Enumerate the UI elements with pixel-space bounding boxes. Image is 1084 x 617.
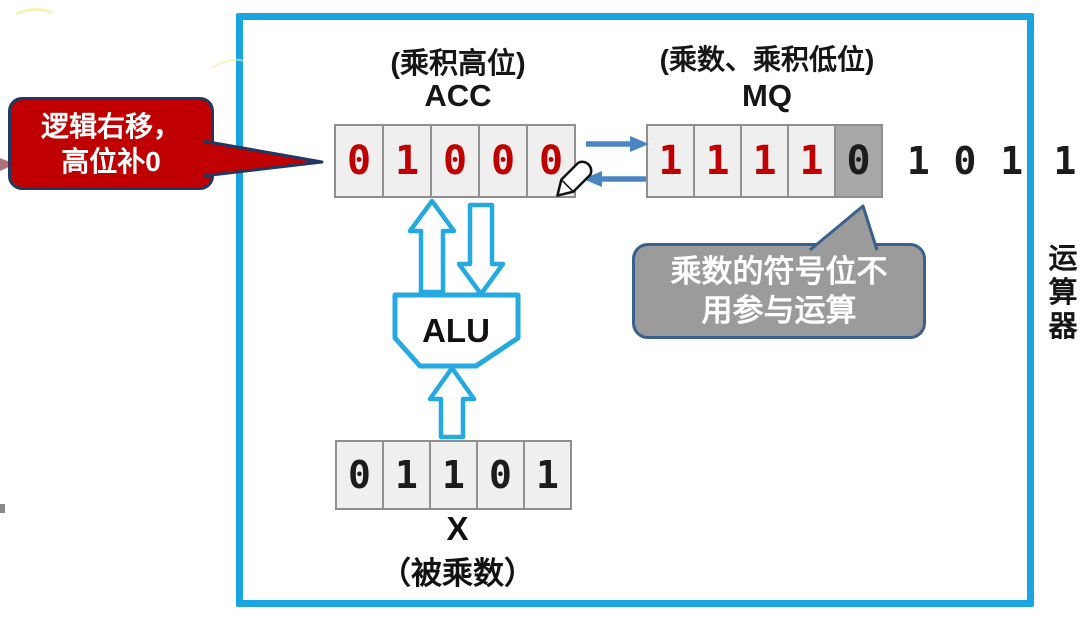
digit: 1: [1000, 139, 1024, 183]
register-cell-sign-bit: 0: [834, 124, 883, 198]
sign-callout-line1: 乘数的符号位不: [670, 254, 888, 289]
shift-callout: 逻辑右移， 高位补0: [8, 97, 214, 190]
unit-label-char: 算: [1048, 277, 1078, 309]
unit-label-char: 运: [1048, 243, 1078, 275]
register-cell: 1: [693, 124, 742, 198]
shift-callout-line2: 高位补0: [61, 145, 161, 177]
register-cell: 1: [740, 124, 789, 198]
mq-tail-digits: 1 0 1: [895, 124, 1035, 198]
digit: 1: [906, 139, 930, 183]
stray-marks: [0, 8, 245, 513]
shift-callout-line1: 逻辑右移，: [40, 110, 181, 142]
operation-unit-label: 运 算 器: [1044, 242, 1082, 344]
acc-register: 0 1 0 0 0: [334, 124, 576, 198]
register-cell: 0: [476, 440, 525, 510]
x-register: 0 1 1 0 1: [335, 440, 572, 510]
register-cell: 0: [478, 124, 528, 198]
register-cell: 1: [382, 440, 431, 510]
x-register-name: X: [446, 510, 469, 547]
register-cell: 1: [646, 124, 695, 198]
digit: 1: [1053, 139, 1077, 183]
mq-register: 1 1 1 1 0: [646, 124, 883, 198]
register-cell: 1: [429, 440, 478, 510]
sign-bit-callout: 乘数的符号位不 用参与运算: [632, 243, 926, 339]
register-cell: 1: [523, 440, 572, 510]
register-cell: 1: [787, 124, 836, 198]
sign-callout-line2: 用参与运算: [701, 293, 857, 328]
mq-tail-digit-outside: 1: [1045, 124, 1084, 198]
unit-label-char: 器: [1048, 311, 1078, 343]
operation-unit-box: [236, 13, 1034, 607]
acc-register-name: ACC: [424, 78, 492, 113]
register-cell: 0: [526, 124, 576, 198]
x-caption: （被乘数）: [380, 556, 535, 591]
register-cell: 0: [334, 124, 384, 198]
register-cell: 0: [430, 124, 480, 198]
acc-caption: (乘积高位): [390, 48, 526, 80]
digit: 0: [953, 139, 977, 183]
mq-register-name: MQ: [742, 78, 792, 113]
mq-caption: (乘数、乘积低位): [659, 44, 875, 75]
register-cell: 0: [335, 440, 384, 510]
register-cell: 1: [382, 124, 432, 198]
